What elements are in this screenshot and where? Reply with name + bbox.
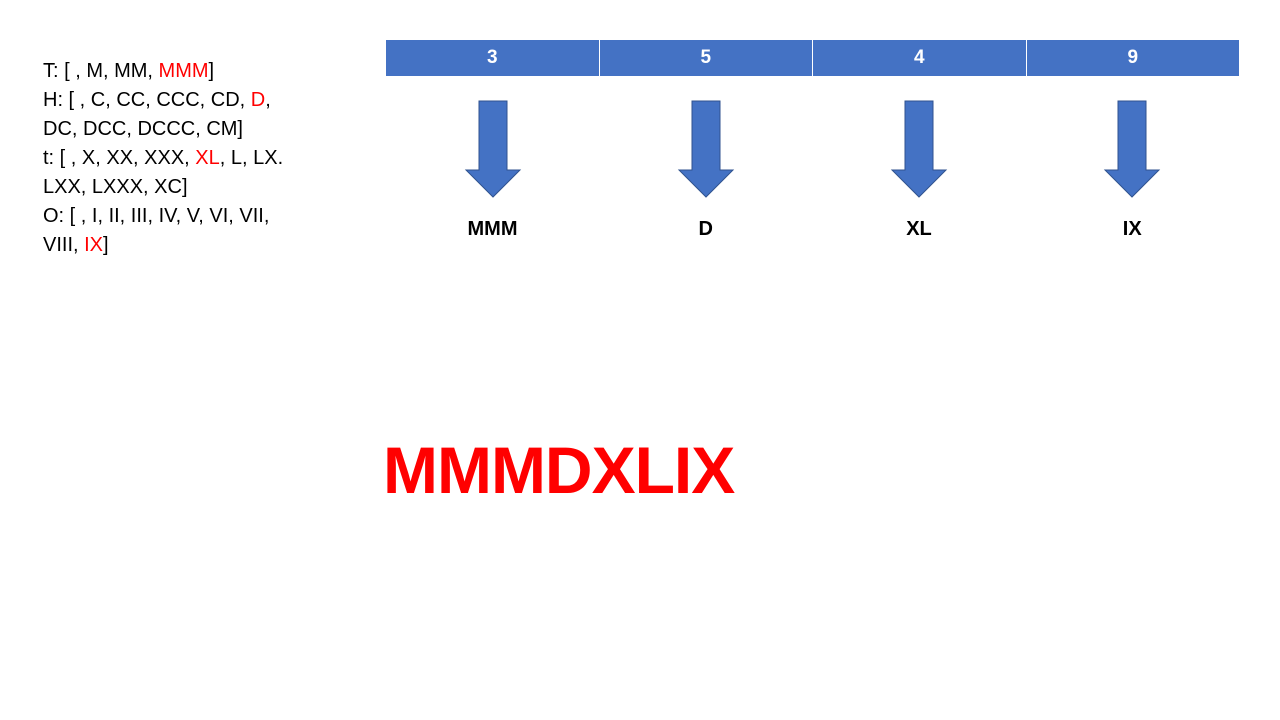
legend-text: ] <box>103 234 109 256</box>
digit-cell: 9 <box>1025 40 1240 76</box>
down-arrow-icon <box>1103 100 1161 200</box>
legend-line: t: [ , X, XX, XXX, XL, L, LX. <box>43 144 305 173</box>
legend-line: O: [ , I, II, III, IV, V, VI, VII, <box>43 202 305 231</box>
result-numeral: MMMDXLIX <box>383 433 735 507</box>
numeral-label: D <box>698 218 713 240</box>
highlighted-numeral: IX <box>84 234 104 256</box>
legend-text: DC, DCC, DCCC, CM] <box>43 118 243 140</box>
legend-text: , L, LX. <box>219 147 284 169</box>
legend-text: t: [ , X, XX, XXX, <box>43 147 196 169</box>
legend-text: LXX, LXXX, XC] <box>43 176 188 198</box>
lookup-legend: T: [ , M, MM, MMM]H: [ , C, CC, CCC, CD,… <box>43 57 305 260</box>
legend-text: H: [ , C, CC, CCC, CD, <box>43 89 251 111</box>
highlighted-numeral: D <box>250 89 266 111</box>
legend-text: O: [ , I, II, III, IV, V, VI, VII, <box>43 205 270 227</box>
conversion-column: MMM <box>386 100 599 241</box>
down-arrow-icon <box>464 100 522 200</box>
legend-line: LXX, LXXX, XC] <box>43 173 305 202</box>
legend-line: H: [ , C, CC, CCC, CD, D, <box>43 86 305 115</box>
conversion-column: D <box>599 100 812 241</box>
conversion-column: XL <box>813 100 1026 241</box>
legend-line: VIII, IX] <box>43 231 305 260</box>
legend-text: T: [ , M, MM, <box>43 60 159 82</box>
down-arrow-icon <box>677 100 735 200</box>
legend-text: ] <box>208 60 215 82</box>
legend-text: , <box>265 89 271 111</box>
legend-line: T: [ , M, MM, MMM] <box>43 57 305 86</box>
digit-cell: 5 <box>598 40 813 76</box>
highlighted-numeral: MMM <box>158 60 209 82</box>
highlighted-numeral: XL <box>195 147 220 169</box>
digit-cell: 3 <box>486 47 498 68</box>
legend-text: VIII, <box>43 234 85 256</box>
legend-line: DC, DCC, DCCC, CM] <box>43 115 305 144</box>
numeral-label: MMM <box>467 218 518 240</box>
digit-cell: 4 <box>812 40 1026 76</box>
conversion-column: IX <box>1026 100 1239 241</box>
numeral-label: IX <box>1122 218 1142 240</box>
down-arrow-icon <box>890 100 948 200</box>
numeral-label: XL <box>906 218 932 240</box>
